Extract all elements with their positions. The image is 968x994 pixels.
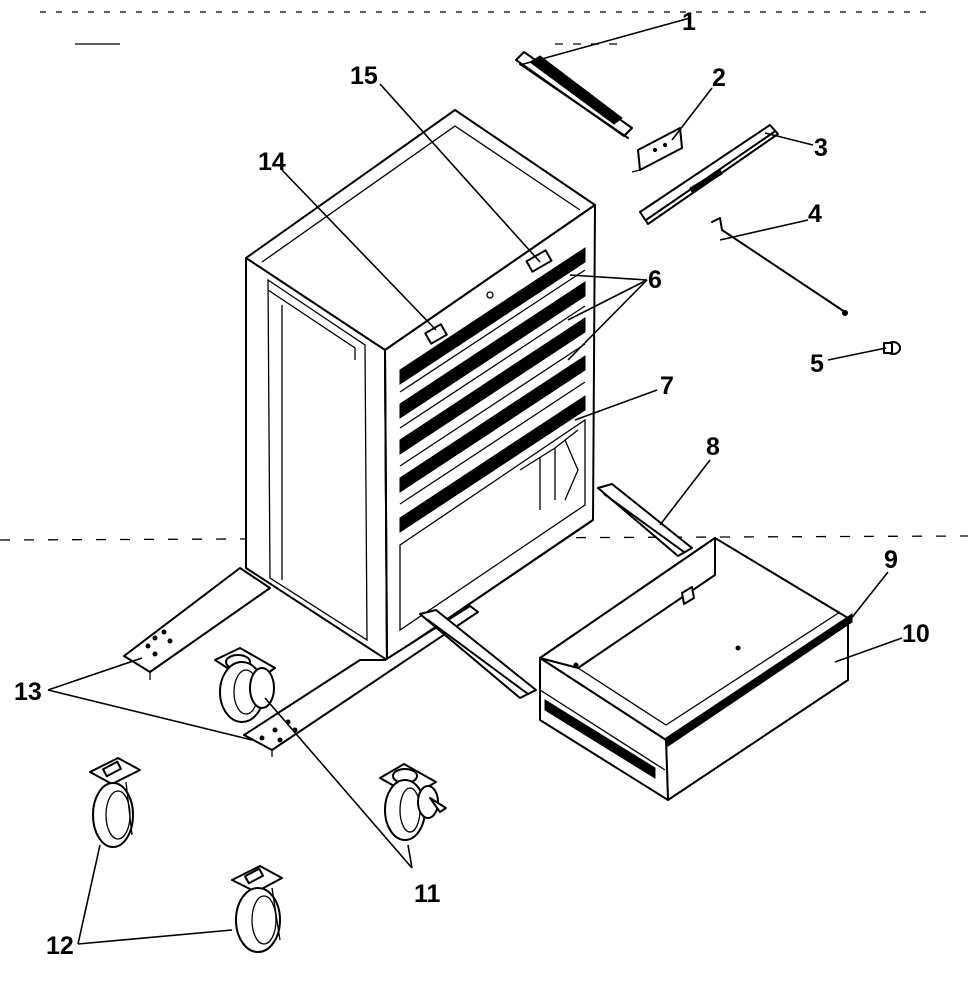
caster-front-right bbox=[379, 763, 447, 841]
callout-5: 5 bbox=[810, 350, 824, 378]
callout-7: 7 bbox=[660, 372, 674, 400]
callout-6: 6 bbox=[648, 266, 662, 294]
drawer-handle-strip bbox=[665, 613, 853, 747]
callout-11: 11 bbox=[414, 880, 441, 908]
callout-15: 15 bbox=[350, 62, 378, 90]
caster-fixed-left bbox=[89, 757, 141, 848]
callout-1: 1 bbox=[682, 8, 696, 36]
callout-3: 3 bbox=[814, 134, 828, 162]
callout-14: 14 bbox=[258, 148, 286, 176]
part-2-bracket bbox=[631, 127, 683, 173]
callout-8: 8 bbox=[706, 433, 720, 461]
drawer-fronts bbox=[399, 247, 586, 533]
callout-12: 12 bbox=[46, 932, 74, 960]
callout-leaders bbox=[47, 17, 903, 945]
part-3-slide bbox=[639, 124, 779, 225]
tool-cabinet bbox=[245, 109, 596, 661]
part-1-rail bbox=[515, 51, 633, 139]
label-plate-14 bbox=[424, 323, 448, 345]
callout-labels: 1 2 3 4 5 6 7 8 9 10 11 12 13 14 15 bbox=[14, 8, 930, 960]
part-5-lock bbox=[883, 341, 901, 355]
callout-2: 2 bbox=[712, 64, 726, 92]
base-rails bbox=[123, 567, 479, 757]
callout-13: 13 bbox=[14, 678, 42, 706]
callout-4: 4 bbox=[808, 200, 822, 228]
caster-fixed-bottom bbox=[231, 865, 283, 953]
callout-10: 10 bbox=[902, 620, 930, 648]
drawer-slides bbox=[419, 483, 693, 699]
open-drawer bbox=[539, 537, 853, 801]
part-4-rod bbox=[711, 217, 848, 316]
drawer-left-wall bbox=[539, 537, 716, 669]
callout-9: 9 bbox=[884, 546, 898, 574]
caster-rear-left bbox=[214, 647, 276, 723]
